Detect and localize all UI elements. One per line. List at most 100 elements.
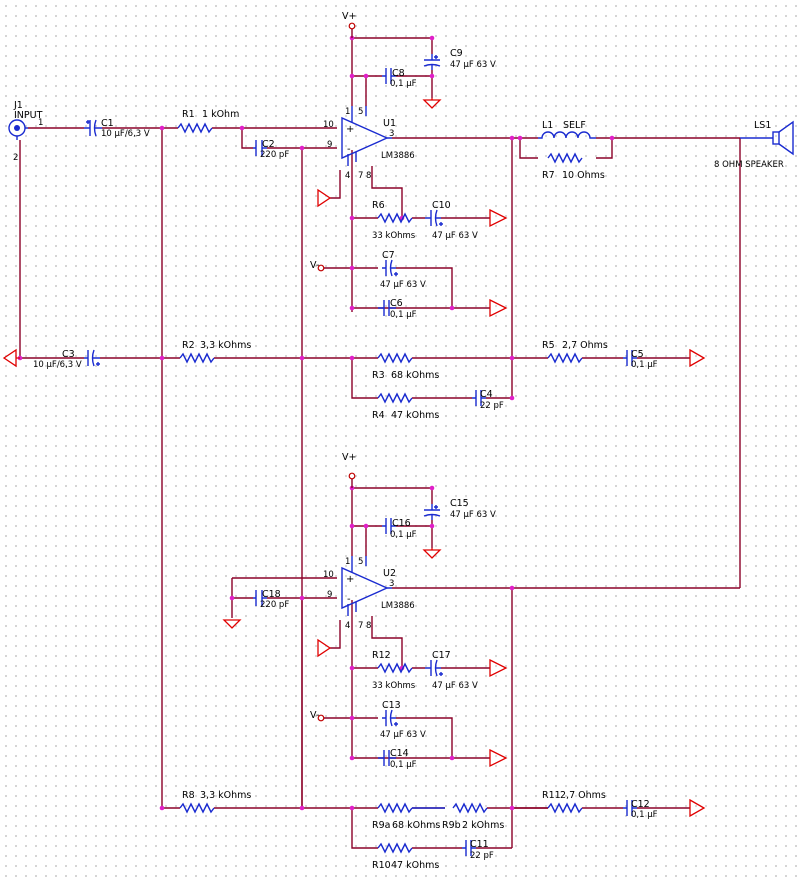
u1-pin8: 8 (366, 171, 371, 181)
u1-value: LM3886 (381, 151, 415, 161)
c1-ref: C1 (101, 118, 114, 129)
wires (19, 37, 741, 849)
j1-name: INPUT (14, 110, 43, 121)
resistor-r3 (377, 352, 413, 364)
c10-value: 47 µF 63 V (432, 231, 478, 241)
u1-pin10: 10 (323, 120, 334, 130)
capacitor-c5 (623, 350, 637, 366)
u1-pin1: 1 (345, 107, 350, 117)
v-minus-label-u1: V- (310, 260, 319, 271)
capacitor-c18 (253, 590, 267, 606)
resistor-r1 (177, 122, 213, 134)
c9-value: 47 µF 63 V (450, 60, 496, 70)
resistor-r6 (377, 212, 413, 224)
capacitor-c7 (382, 259, 398, 277)
c4-value: 22 pF (480, 401, 504, 411)
u2-pin4: 4 (345, 621, 350, 631)
c16-value: 0,1 µF (390, 530, 417, 540)
ground-c14 (489, 748, 508, 768)
u2-pin9: 9 (327, 590, 332, 600)
c11-ref: C11 (470, 839, 489, 850)
r4-value: 47 kOhms (391, 410, 439, 421)
r9a-value: 68 kOhms (392, 820, 440, 831)
capacitor-c1 (84, 119, 102, 137)
c10-ref: C10 (432, 200, 451, 211)
u2-pin1: 1 (345, 557, 350, 567)
u1-ref: U1 (383, 118, 396, 129)
capacitor-c11 (462, 840, 476, 856)
j1-pin1: 1 (38, 118, 43, 128)
c17-ref: C17 (432, 650, 451, 661)
inductor-l1 (538, 131, 596, 139)
r1-ref: R1 (182, 109, 195, 120)
ground-c9 (422, 98, 442, 109)
junctions (17, 35, 615, 811)
j1-pin2: 2 (13, 153, 18, 163)
u2-minus: - (347, 594, 351, 605)
c14-ref: C14 (390, 748, 409, 759)
c18-ref: C18 (262, 589, 281, 600)
ground-input-left (2, 348, 20, 368)
resistor-r10 (377, 842, 413, 854)
resistor-r7 (547, 152, 583, 164)
r11-value: 2,7 Ohms (560, 790, 606, 801)
capacitor-c17 (425, 659, 443, 677)
r2-ref: R2 (182, 340, 195, 351)
r3-value: 68 kOhms (391, 370, 439, 381)
r3-ref: R3 (372, 370, 385, 381)
c14-value: 0,1 µF (390, 760, 417, 770)
capacitor-c8 (382, 68, 396, 84)
c2-ref: C2 (262, 139, 275, 150)
u1-plus: + (346, 124, 354, 135)
r4-ref: R4 (372, 410, 385, 421)
r9b-value: 2 kOhms (462, 820, 504, 831)
c5-value: 0,1 µF (631, 360, 658, 370)
capacitor-c16 (382, 518, 396, 534)
capacitor-c4 (472, 390, 486, 406)
capacitor-c6 (378, 300, 396, 316)
c1-value: 10 µF/6,3 V (101, 129, 150, 139)
capacitor-c13 (382, 709, 398, 727)
speaker-ls1: LS1 8 OHM SPEAKER (714, 120, 794, 170)
ls1-value: 8 OHM SPEAKER (714, 160, 784, 170)
c5-ref: C5 (631, 349, 644, 360)
r6-ref: R6 (372, 200, 385, 211)
l1-ref: L1 (542, 120, 553, 131)
ls1-ref: LS1 (754, 120, 771, 131)
c7-ref: C7 (382, 250, 395, 261)
resistor-r9b (452, 802, 488, 814)
resistor-r4 (377, 392, 413, 404)
input-connector: J1 INPUT 1 2 (8, 100, 43, 163)
resistor-r11 (547, 802, 583, 814)
c11-value: 22 pF (470, 851, 494, 861)
u2-pin5: 5 (358, 557, 363, 567)
c8-value: 0,1 µF (390, 79, 417, 89)
supply-ports: V+ V+ V- V- (310, 11, 356, 722)
u1-pin3: 3 (389, 129, 394, 139)
opamp-u1: + - U1 LM3886 10 9 3 1 5 4 7 8 (323, 106, 415, 181)
c7-value: 47 µF 63 V (380, 280, 426, 290)
c4-ref: C4 (480, 389, 493, 400)
r9a-ref: R9a (372, 820, 390, 831)
opamp-u2: + - U2 LM3886 10 9 3 1 5 4 7 8 (323, 556, 415, 631)
u2-pin10: 10 (323, 570, 334, 580)
capacitors (84, 54, 637, 856)
c18-value: 220 pF (260, 600, 289, 610)
r12-value: 33 kOhms (372, 681, 416, 691)
r10-value: 47 kOhms (391, 860, 439, 871)
u1-pin7: 7 (358, 171, 363, 181)
u2-value: LM3886 (381, 601, 415, 611)
r8-value: 3,3 kOhms (200, 790, 251, 801)
c16-ref: C16 (392, 518, 411, 529)
c3-ref: C3 (62, 349, 75, 360)
r8-ref: R8 (182, 790, 195, 801)
ground-u2-pin4 (317, 638, 332, 658)
u1-pin9: 9 (327, 140, 332, 150)
r5-ref: R5 (542, 340, 555, 351)
c17-value: 47 µF 63 V (432, 681, 478, 691)
ground-c6 (489, 298, 508, 318)
r10-ref: R10 (372, 860, 391, 871)
u1-minus: - (347, 144, 351, 155)
capacitor-c10 (425, 209, 443, 227)
